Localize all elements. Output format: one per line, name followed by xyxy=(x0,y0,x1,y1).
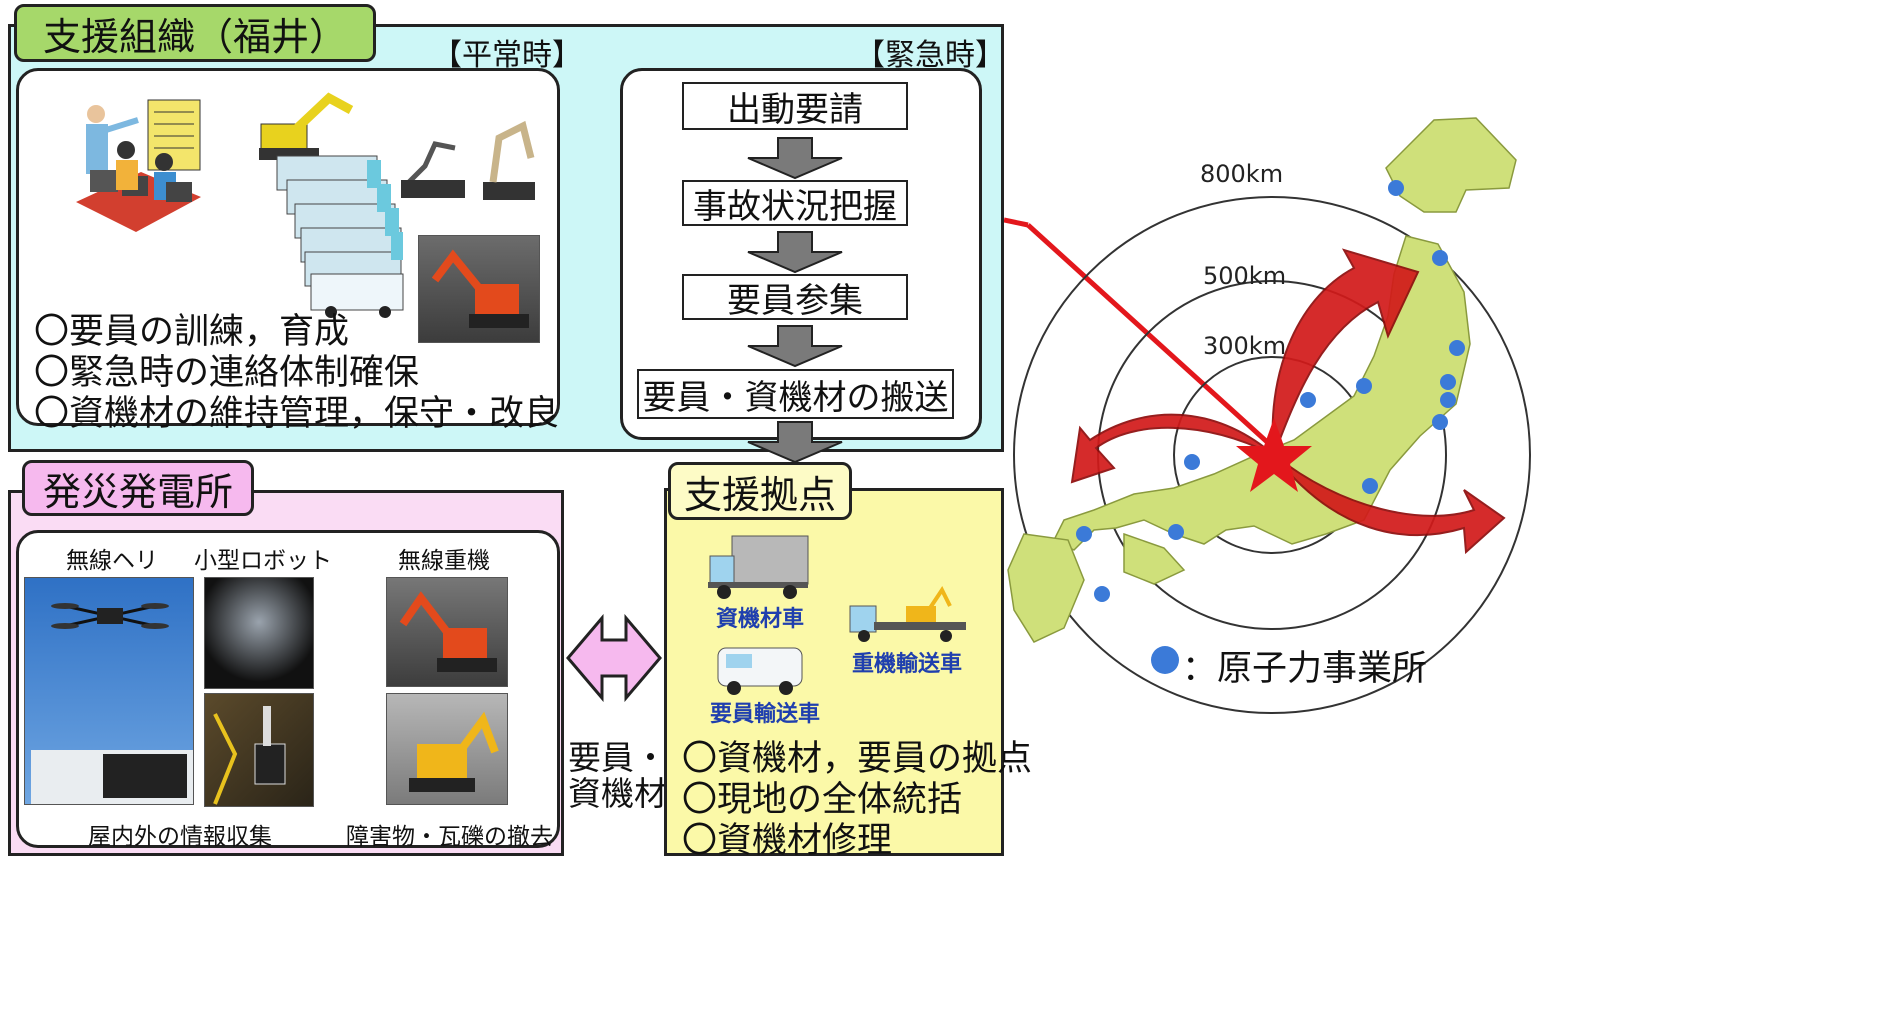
vehicle-label-staff-van: 要員輸送車 xyxy=(710,702,821,727)
transfer-label-line: 要員・ xyxy=(568,738,667,777)
site-dot xyxy=(1184,454,1200,470)
connector-line xyxy=(1004,217,1029,228)
transfer-label-line: 資機材 xyxy=(568,774,667,813)
support-org-title: 支援組織（福井） xyxy=(14,4,376,62)
robot-illustration xyxy=(401,120,535,200)
normal-time-label: 【平常時】 xyxy=(432,38,582,73)
base-bullet: 〇資機材修理 xyxy=(682,821,893,861)
site-dot xyxy=(1388,180,1404,196)
ring-800km xyxy=(1013,196,1531,714)
remote-excavator-photo xyxy=(386,577,508,687)
site-dot xyxy=(1076,526,1092,542)
connector-line xyxy=(1026,223,1278,452)
remote-yellow-excavator-photo xyxy=(386,693,508,805)
equipment-truck-icon xyxy=(708,535,809,599)
normal-time-bullets: 〇要員の訓練，育成 〇緊急時の連絡体制確保 〇資機材の維持管理，保守・改良 xyxy=(34,312,559,435)
office-staff-illustration xyxy=(76,99,201,232)
site-dot xyxy=(1440,392,1456,408)
vehicle-label-equipment-truck: 資機材車 xyxy=(716,607,805,632)
caption-drone: 無線ヘリ xyxy=(66,548,158,574)
site-dot xyxy=(1356,378,1372,394)
japan-map xyxy=(1004,117,1531,714)
site-dot xyxy=(1432,414,1448,430)
drone-photo xyxy=(24,577,194,805)
site-dot xyxy=(1168,524,1184,540)
site-dot xyxy=(1449,340,1465,356)
robot-photo-dark xyxy=(204,577,314,689)
legend-site-icon xyxy=(1151,646,1179,674)
flow-step-transport: 要員・資機材の搬送 xyxy=(637,369,954,419)
dispatch-arrows xyxy=(1070,248,1506,555)
vehicle-label-heavy-carrier: 重機輸送車 xyxy=(852,652,963,677)
base-bullet: 〇資機材，要員の拠点 xyxy=(682,739,1033,779)
site-dot xyxy=(1440,374,1456,390)
staff-van-icon xyxy=(717,647,803,695)
emergency-time-label: 【緊急時】 xyxy=(855,38,1005,73)
plant-star-icon xyxy=(1236,418,1312,492)
robot-photo-stairs xyxy=(204,693,314,807)
equipment-vehicles-illustration xyxy=(259,92,404,318)
caption-small-robot: 小型ロボット xyxy=(194,548,332,574)
flow-step-assess-situation: 事故状況把握 xyxy=(682,180,908,227)
site-dot xyxy=(1362,478,1378,494)
normal-bullet: 〇要員の訓練，育成 xyxy=(34,312,350,352)
base-bullet: 〇現地の全体統括 xyxy=(682,780,963,820)
ring-label-500km: 500km xyxy=(1203,262,1287,290)
normal-bullet: 〇資機材の維持管理，保守・改良 xyxy=(34,394,560,434)
disaster-plant-title: 発災発電所 xyxy=(22,460,254,516)
site-dot xyxy=(1432,250,1448,266)
flow-step-dispatch-request: 出動要請 xyxy=(682,82,908,130)
flow-arrows xyxy=(747,137,843,464)
site-dot xyxy=(1094,586,1110,602)
normal-bullet: 〇緊急時の連絡体制確保 xyxy=(34,353,420,393)
land xyxy=(1007,117,1517,643)
map-legend-label: ：原子力事業所 xyxy=(1182,649,1428,689)
caption-debris-removal: 障害物・瓦礫の撤去 xyxy=(346,824,553,850)
support-base-title: 支援拠点 xyxy=(668,462,852,520)
ring-label-300km: 300km xyxy=(1203,332,1287,360)
support-base-bullets: 〇資機材，要員の拠点 〇現地の全体統括 〇資機材修理 xyxy=(682,739,1032,862)
caption-info-collection: 屋内外の情報収集 xyxy=(88,824,272,850)
heavy-carrier-icon xyxy=(849,586,966,642)
flow-step-assemble-staff: 要員参集 xyxy=(682,274,908,321)
transfer-label: 要員・ 資機材 xyxy=(568,740,667,812)
excavator-photo xyxy=(418,235,540,343)
double-arrow-icon xyxy=(566,614,662,702)
site-dot xyxy=(1300,392,1316,408)
caption-remote-heavy: 無線重機 xyxy=(398,548,490,574)
ring-label-800km: 800km xyxy=(1200,160,1284,188)
